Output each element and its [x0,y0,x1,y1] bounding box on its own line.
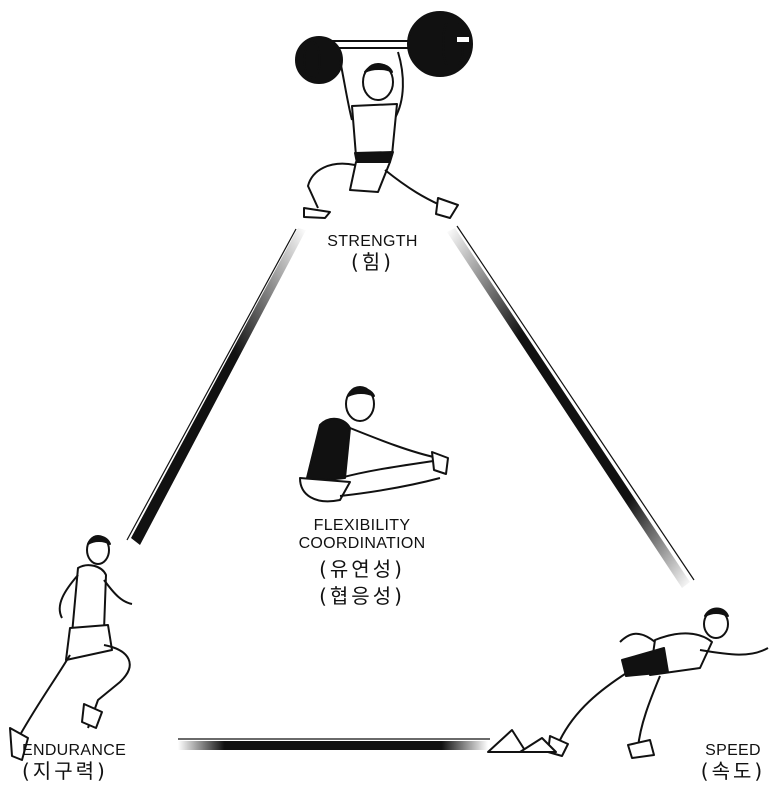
stretching-athlete-figure [299,386,449,503]
coordination-label-en: COORDINATION [298,535,426,553]
flexibility-label-ko: (유연성) [319,556,405,581]
speed-label: SPEED (속도) [690,742,776,783]
runner-figure [9,535,133,761]
strength-label-en: STRENGTH [327,233,418,250]
sprinter-figure [487,607,769,759]
strength-label-ko: (힘) [350,250,394,275]
weightlifter-figure [295,11,473,219]
endurance-label-en: ENDURANCE [22,742,127,759]
speed-label-en: SPEED [705,742,761,759]
speed-label-ko: (속도) [700,759,766,784]
coordination-label-ko: (협응성) [319,583,405,608]
strength-label: STRENGTH (힘) [310,233,435,274]
endurance-label-ko: (지구력) [22,759,108,784]
triangle-edge-right [447,225,695,588]
triangle-edge-bottom [178,738,490,750]
flexibility-label-en: FLEXIBILITY [313,517,411,534]
triangle-edge-left [126,228,306,545]
endurance-label: ENDURANCE (지구력) [22,742,182,783]
flexibility-coordination-label: FLEXIBILITY COORDINATION (유연성) (협응성) [262,517,462,608]
